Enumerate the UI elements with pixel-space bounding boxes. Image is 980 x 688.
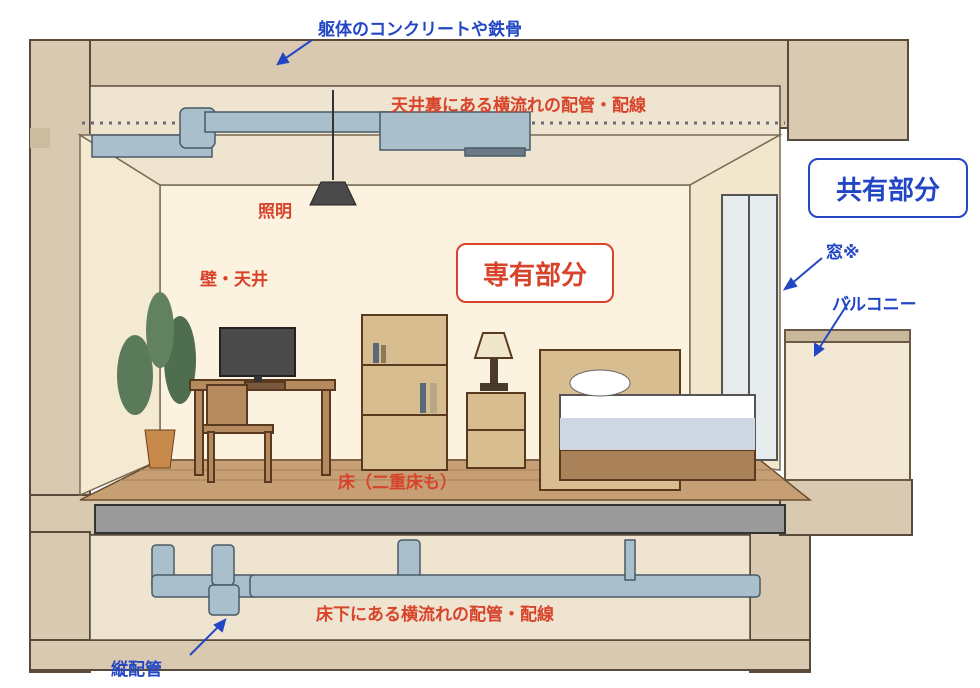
structure-label: 躯体のコンクリートや鉄骨 xyxy=(318,20,522,40)
bed xyxy=(539,349,756,491)
common-area-box: 共有部分 xyxy=(808,158,968,218)
desk xyxy=(189,379,336,476)
monitor xyxy=(219,327,296,382)
bookshelf xyxy=(361,314,448,471)
balcony-rail xyxy=(784,329,911,481)
balcony-label: バルコニー xyxy=(832,295,917,315)
window-label: 窓※ xyxy=(826,243,860,263)
nightstand xyxy=(466,392,526,469)
double-floor-slab xyxy=(94,504,786,534)
walls-ceiling-label: 壁・天井 xyxy=(200,270,268,290)
exclusive-area-label: 専有部分 xyxy=(482,260,587,291)
chair xyxy=(202,384,274,483)
plant xyxy=(117,292,196,469)
lighting-label: 照明 xyxy=(258,202,292,222)
table-lamp xyxy=(473,332,514,391)
vertical-pipe-label: 縦配管 xyxy=(111,660,162,680)
floor-pipes-label: 床下にある横流れの配管・配線 xyxy=(316,605,554,625)
ceiling-pipes-label: 天井裏にある横流れの配管・配線 xyxy=(391,96,646,116)
floor-label: 床（二重床も） xyxy=(338,473,457,493)
vertical-pipe xyxy=(208,584,240,616)
pointer-arrows xyxy=(189,39,851,656)
common-area-label: 共有部分 xyxy=(835,175,940,206)
exclusive-area-box: 専有部分 xyxy=(456,243,614,303)
ceiling-ducts xyxy=(91,107,531,158)
pendant-light xyxy=(309,90,357,206)
